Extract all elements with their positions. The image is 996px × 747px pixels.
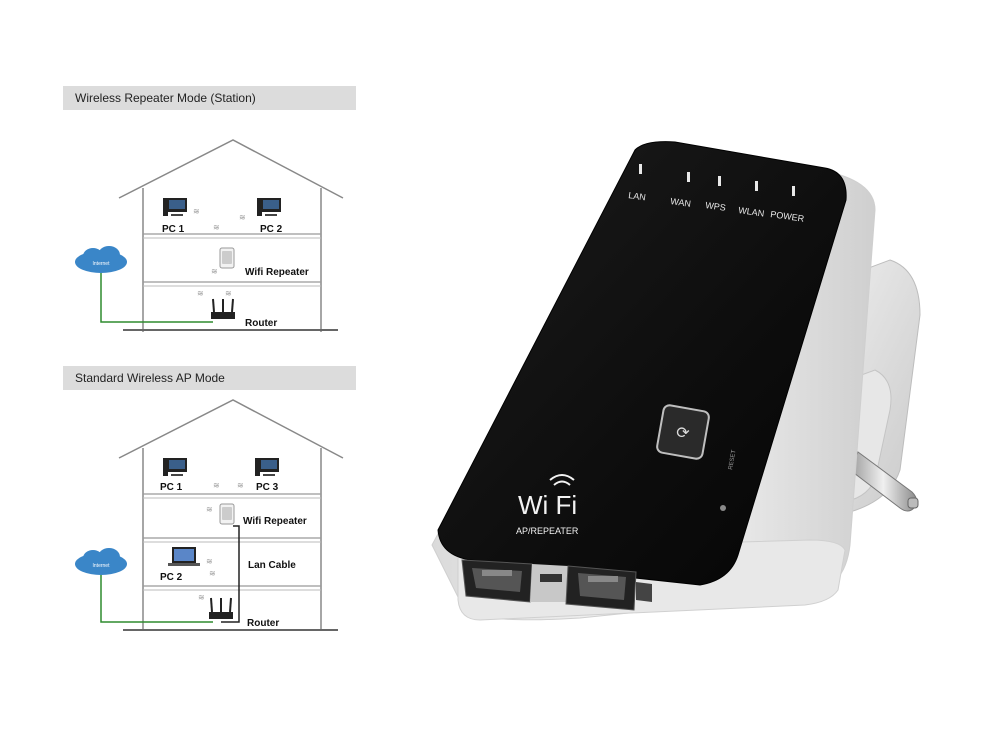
wifi-signal-icon: ≋ [213, 481, 220, 490]
wifi-signal-icon: ≋ [213, 223, 220, 232]
laptop-icon [168, 547, 200, 566]
wifi-logo: Wi Fi [518, 490, 577, 520]
led-label-power: POWER [770, 209, 806, 224]
pc-icon [255, 458, 279, 476]
led-label-wps: WPS [705, 200, 727, 213]
station-mode-title: Wireless Repeater Mode (Station) [63, 86, 356, 110]
repeater-icon [219, 247, 235, 269]
ethernet-port[interactable] [461, 559, 533, 603]
ap-mode-panel: Standard Wireless AP Mode Internet PC 1 … [63, 366, 356, 661]
led-wlan [755, 181, 758, 191]
wifi-signal-logo-icon [553, 480, 571, 486]
pc-icon [257, 198, 281, 216]
side-jack [636, 582, 652, 602]
device-face [437, 141, 847, 586]
pc-icon [163, 198, 187, 216]
internet-cloud-icon [75, 548, 127, 575]
wifi-signal-icon: ≋ [225, 289, 232, 298]
wifi-signal-icon: ≋ [193, 207, 200, 216]
station-mode-panel: Wireless Repeater Mode (Station) Interne… [63, 86, 356, 361]
wifi-signal-icon: ≋ [206, 505, 213, 514]
pc2-label: PC 2 [260, 224, 283, 235]
led-label-wlan: WLAN [738, 205, 765, 219]
led-lan [639, 164, 642, 174]
wifi-signal-icon: ≋ [198, 593, 205, 602]
internet-label: Internet [93, 261, 111, 267]
device-subtitle: AP/REPEATER [516, 526, 579, 536]
house-roof [118, 399, 344, 459]
pc-icon [163, 458, 187, 476]
led-labels: LAN WAN WPS WLAN POWER [628, 190, 806, 224]
wifi-signal-icon: ≋ [237, 481, 244, 490]
reset-hole[interactable] [720, 505, 726, 511]
ap-mode-diagram: Internet PC 1 ≋ PC 3 ≋ ≋ Wifi Repeater [75, 399, 344, 631]
router-label: Router [247, 618, 279, 629]
internet-cloud-icon [75, 246, 127, 273]
reset-label: RESET [728, 449, 737, 470]
led-label-wan: WAN [670, 196, 692, 209]
wifi-signal-icon: ≋ [209, 569, 216, 578]
wifi-signal-icon: ≋ [239, 213, 246, 222]
led-wps [718, 176, 721, 186]
pc1-label: PC 1 [162, 224, 185, 235]
house-roof [118, 139, 344, 199]
connector-gap [530, 564, 568, 602]
wifi-signal-icon: ≋ [211, 267, 218, 276]
repeater-label: Wifi Repeater [245, 267, 309, 278]
internet-label: Internet [93, 563, 111, 569]
pc3-label: PC 3 [256, 482, 279, 493]
repeater-label: Wifi Repeater [243, 516, 307, 527]
led-label-lan: LAN [628, 190, 647, 202]
lan-cable-label: Lan Cable [248, 560, 296, 571]
pc1-label: PC 1 [160, 482, 183, 493]
wifi-signal-logo-icon [549, 474, 575, 481]
wifi-signal-icon: ≋ [197, 289, 204, 298]
ethernet-port[interactable] [565, 565, 637, 611]
led-power [792, 186, 795, 196]
router-icon [211, 298, 235, 319]
router-label: Router [245, 318, 277, 329]
wifi-signal-icon: ≋ [206, 557, 213, 566]
router-icon [209, 597, 233, 619]
pc2-label: PC 2 [160, 572, 183, 583]
led-indicators [639, 164, 795, 196]
led-wan [687, 172, 690, 182]
wps-button[interactable]: ⟳ [656, 404, 710, 460]
station-mode-diagram: Internet PC 1 ≋ ≋ PC 2 ≋ ≋ Wifi Repeater [75, 139, 344, 332]
ap-mode-title: Standard Wireless AP Mode [63, 366, 356, 390]
wps-sync-icon: ⟳ [676, 425, 690, 442]
lan-cable-line [221, 525, 240, 623]
internet-cable [100, 273, 213, 323]
wifi-repeater-device: LAN WAN WPS WLAN POWER ⟳ Wi Fi AP/REPEAT… [431, 141, 921, 621]
repeater-icon [219, 503, 235, 525]
internet-cable [100, 575, 213, 623]
